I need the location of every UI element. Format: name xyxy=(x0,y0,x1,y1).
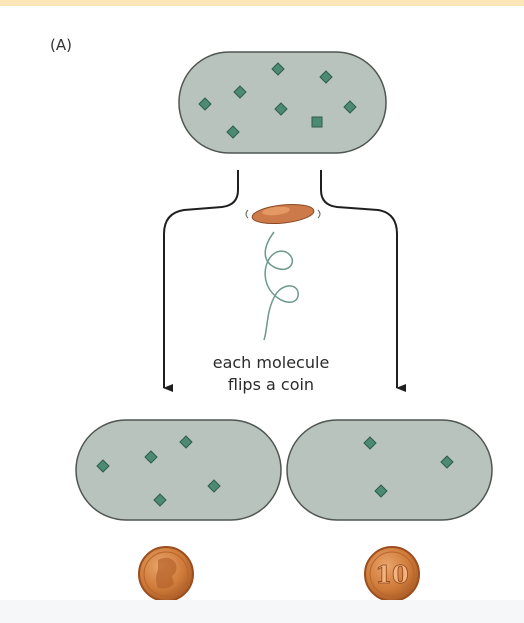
bottom-background-strip xyxy=(0,600,524,623)
parent-cell xyxy=(179,52,386,153)
caption-line-2: flips a coin xyxy=(186,374,356,396)
coin-value: 10 xyxy=(375,560,408,589)
left-daughter-cell xyxy=(76,420,281,520)
dividing-particle-icon xyxy=(246,202,320,226)
caption: each molecule flips a coin xyxy=(186,352,356,396)
coin-tails-ten-icon: 10 xyxy=(365,547,419,601)
dna-strand xyxy=(264,232,298,340)
caption-line-1: each molecule xyxy=(186,352,356,374)
right-daughter-cell xyxy=(287,420,492,520)
coin-heads-portrait-icon xyxy=(139,547,193,601)
molecule xyxy=(312,117,322,127)
